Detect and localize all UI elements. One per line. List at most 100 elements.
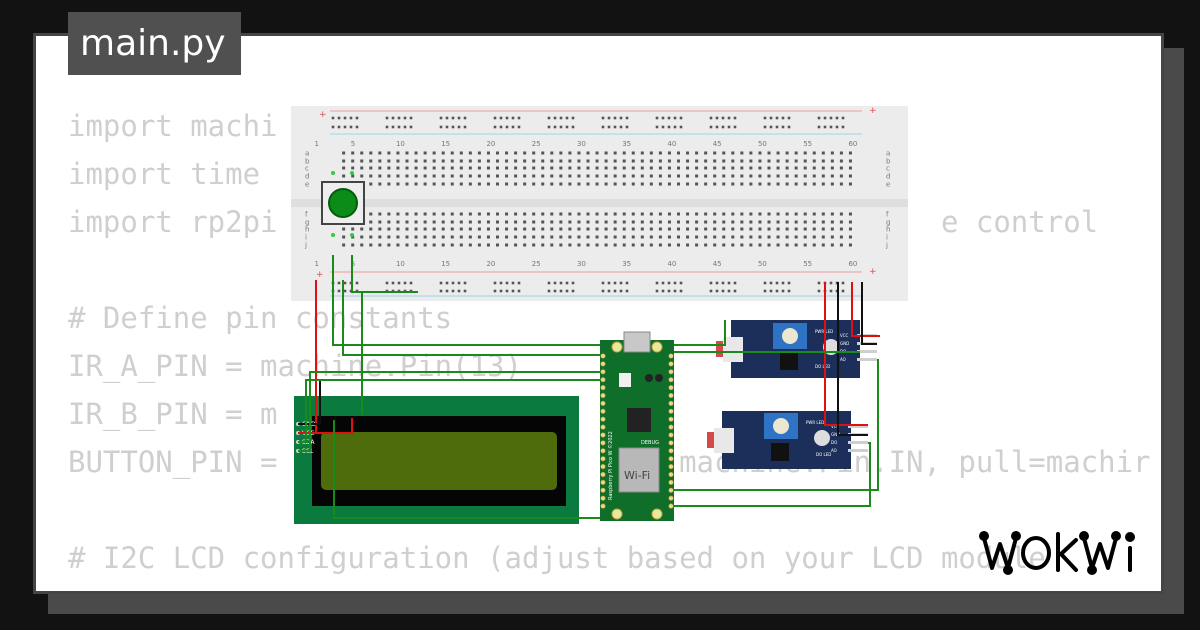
- breadboard-hole: [821, 227, 825, 231]
- breadboard-hole: [658, 212, 662, 216]
- breadboard-hole: [432, 243, 436, 247]
- breadboard-hole: [767, 220, 771, 224]
- breadboard-hole: [830, 166, 834, 170]
- breadboard-hole: [749, 159, 753, 163]
- breadboard-hole: [613, 166, 617, 170]
- ir-sensor-a-vcc: VCC: [840, 333, 849, 338]
- breadboard-hole: [722, 235, 726, 239]
- breadboard-hole: [704, 235, 708, 239]
- wire-vcc-sensor-a: [851, 282, 877, 337]
- breadboard-hole: [387, 159, 391, 163]
- pico-pin: [668, 448, 674, 454]
- ir-sensor-a-do-led-label: DO LED: [815, 364, 830, 369]
- breadboard-hole: [686, 182, 690, 186]
- breadboard-hole: [450, 243, 454, 247]
- breadboard-hole: [486, 166, 490, 170]
- rail-hole: [607, 281, 611, 285]
- rail-hole: [463, 125, 467, 129]
- rail-hole: [553, 289, 557, 293]
- rail-hole: [601, 125, 605, 129]
- rail-hole: [769, 125, 773, 129]
- column-number: 45: [713, 140, 722, 148]
- pico-pin: [668, 408, 674, 414]
- pico-pins: [600, 353, 674, 509]
- breadboard-hole: [839, 174, 843, 178]
- breadboard-hole: [803, 243, 807, 247]
- breadboard-hole: [568, 227, 572, 231]
- rail-hole: [721, 116, 725, 120]
- column-number: 40: [667, 140, 676, 148]
- breadboard-hole: [767, 235, 771, 239]
- breadboard-hole: [414, 235, 418, 239]
- breadboard-hole: [577, 182, 581, 186]
- breadboard-hole: [586, 174, 590, 178]
- breadboard-hole: [577, 166, 581, 170]
- breadboard-hole: [441, 159, 445, 163]
- rail-hole: [829, 281, 833, 285]
- breadboard-hole: [658, 243, 662, 247]
- breadboard-hole: [405, 174, 409, 178]
- breadboard-hole: [468, 182, 472, 186]
- breadboard-hole: [432, 166, 436, 170]
- breadboard-hole: [731, 174, 735, 178]
- rail-hole: [709, 116, 713, 120]
- breadboard-hole: [496, 227, 499, 231]
- breadboard-hole: [667, 159, 671, 163]
- breadboard-hole: [722, 227, 726, 231]
- breadboard-hole: [794, 182, 798, 186]
- breadboard-hole: [776, 227, 780, 231]
- breadboard-hole: [505, 212, 509, 216]
- column-number: 5: [351, 140, 355, 148]
- rail-hole: [349, 125, 353, 129]
- breadboard-hole: [649, 227, 653, 231]
- code-line-11: I2C_SCL = machine.Pin(3): [68, 582, 1151, 591]
- breadboard-hole: [649, 151, 653, 155]
- breadboard-hole: [414, 182, 418, 186]
- ir-sensor-a-pot-knob[interactable]: [782, 328, 798, 344]
- breadboard-hole: [541, 159, 545, 163]
- rail-hole: [613, 125, 617, 129]
- ir-sensor-b-do: DO: [831, 440, 837, 445]
- breadboard-hole: [577, 159, 581, 163]
- breadboard-hole: [613, 227, 617, 231]
- breadboard-hole: [577, 212, 581, 216]
- breadboard-hole: [767, 227, 771, 231]
- breadboard-hole: [369, 235, 373, 239]
- column-number: 50: [758, 260, 767, 268]
- push-button[interactable]: [321, 171, 365, 237]
- breadboard-hole: [514, 166, 518, 170]
- rail-hole: [625, 116, 629, 120]
- pico-pin: [600, 377, 606, 383]
- pico-component: [655, 374, 663, 382]
- ir-sensor-b-pot-knob[interactable]: [773, 418, 789, 434]
- breadboard-hole: [640, 151, 644, 155]
- breadboard-hole: [695, 159, 699, 163]
- rail-hole: [601, 289, 605, 293]
- breadboard-hole: [776, 212, 780, 216]
- breadboard-hole: [586, 235, 590, 239]
- wire-rail-to-pico: [342, 280, 600, 356]
- breadboard-hole: [378, 220, 382, 224]
- breadboard-hole: [505, 174, 509, 178]
- rail-hole: [619, 116, 623, 120]
- column-number: 1: [315, 140, 319, 148]
- breadboard-hole: [450, 182, 454, 186]
- rail-hole: [655, 116, 659, 120]
- breadboard-hole: [432, 182, 436, 186]
- breadboard-hole: [821, 159, 825, 163]
- breadboard-hole: [405, 159, 409, 163]
- breadboard-hole: [351, 151, 355, 155]
- breadboard-hole: [704, 174, 708, 178]
- rail-hole: [721, 125, 725, 129]
- breadboard-hole: [468, 212, 472, 216]
- row-letter: h: [305, 226, 309, 234]
- breadboard-hole: [441, 227, 445, 231]
- file-tab[interactable]: main.py: [68, 12, 241, 75]
- push-button-cap[interactable]: [328, 188, 358, 218]
- breadboard-hole: [405, 220, 409, 224]
- pico-pin: [600, 400, 606, 407]
- rail-hole: [661, 116, 665, 120]
- breadboard-hole: [686, 212, 690, 216]
- bootsel-button[interactable]: [619, 373, 631, 387]
